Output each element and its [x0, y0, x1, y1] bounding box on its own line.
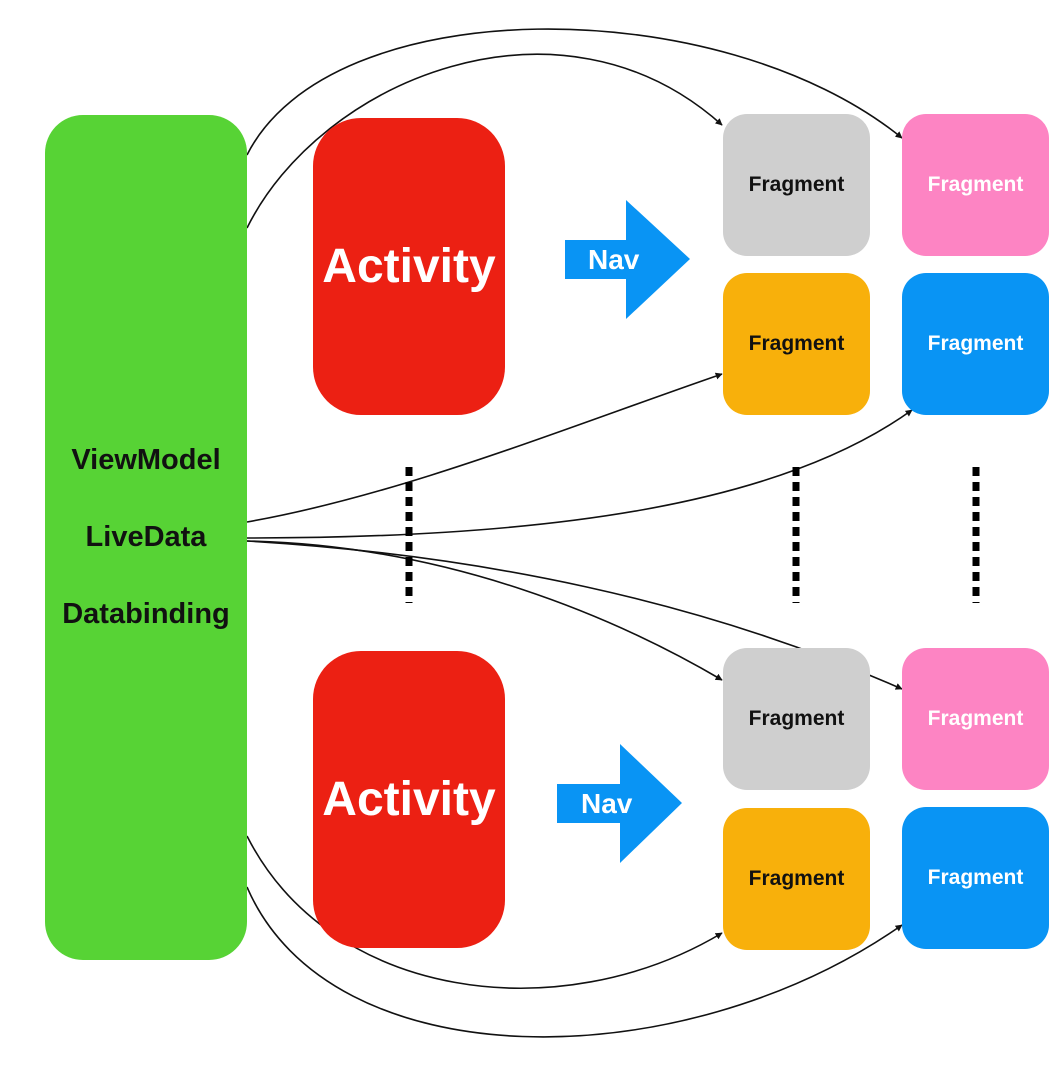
- fragment-label: Fragment: [748, 867, 845, 890]
- activity-block-top: Activity: [313, 118, 505, 415]
- fragment-box: Fragment: [902, 114, 1049, 256]
- fragment-label: Fragment: [927, 707, 1024, 730]
- activity-label: Activity: [322, 773, 496, 826]
- nav-arrow-top: [565, 200, 690, 319]
- link-to-fragment-1: [246, 53, 723, 229]
- link-to-fragment-8: [246, 886, 903, 1038]
- link-to-fragment-3: [246, 372, 723, 523]
- fragment-box: Fragment: [723, 273, 870, 415]
- fragment-label: Fragment: [748, 173, 845, 196]
- fragment-box: Fragment: [723, 648, 870, 790]
- activity-label: Activity: [322, 240, 496, 293]
- fragment-box: Fragment: [902, 807, 1049, 949]
- fragment-box: Fragment: [902, 273, 1049, 415]
- link-to-fragment-4: [246, 409, 913, 539]
- fragment-label: Fragment: [927, 173, 1024, 196]
- nav-arrow-bottom: [557, 744, 682, 863]
- fragment-label: Fragment: [927, 332, 1024, 355]
- livedata-label: LiveData: [85, 521, 207, 553]
- databinding-label: Databinding: [62, 598, 230, 630]
- fragment-box: Fragment: [902, 648, 1049, 790]
- nav-label-bottom: Nav: [581, 788, 633, 819]
- viewmodel-block: ViewModel LiveData Databinding: [45, 115, 247, 960]
- fragment-box: Fragment: [723, 114, 870, 256]
- viewmodel-label: ViewModel: [71, 444, 221, 476]
- fragment-label: Fragment: [927, 866, 1024, 889]
- fragment-label: Fragment: [748, 332, 845, 355]
- nav-label-top: Nav: [588, 244, 640, 275]
- link-to-fragment-7: [246, 835, 723, 989]
- activity-block-bottom: Activity: [313, 651, 505, 948]
- link-to-fragment-2: [246, 28, 903, 156]
- fragment-label: Fragment: [748, 707, 845, 730]
- fragment-box: Fragment: [723, 808, 870, 950]
